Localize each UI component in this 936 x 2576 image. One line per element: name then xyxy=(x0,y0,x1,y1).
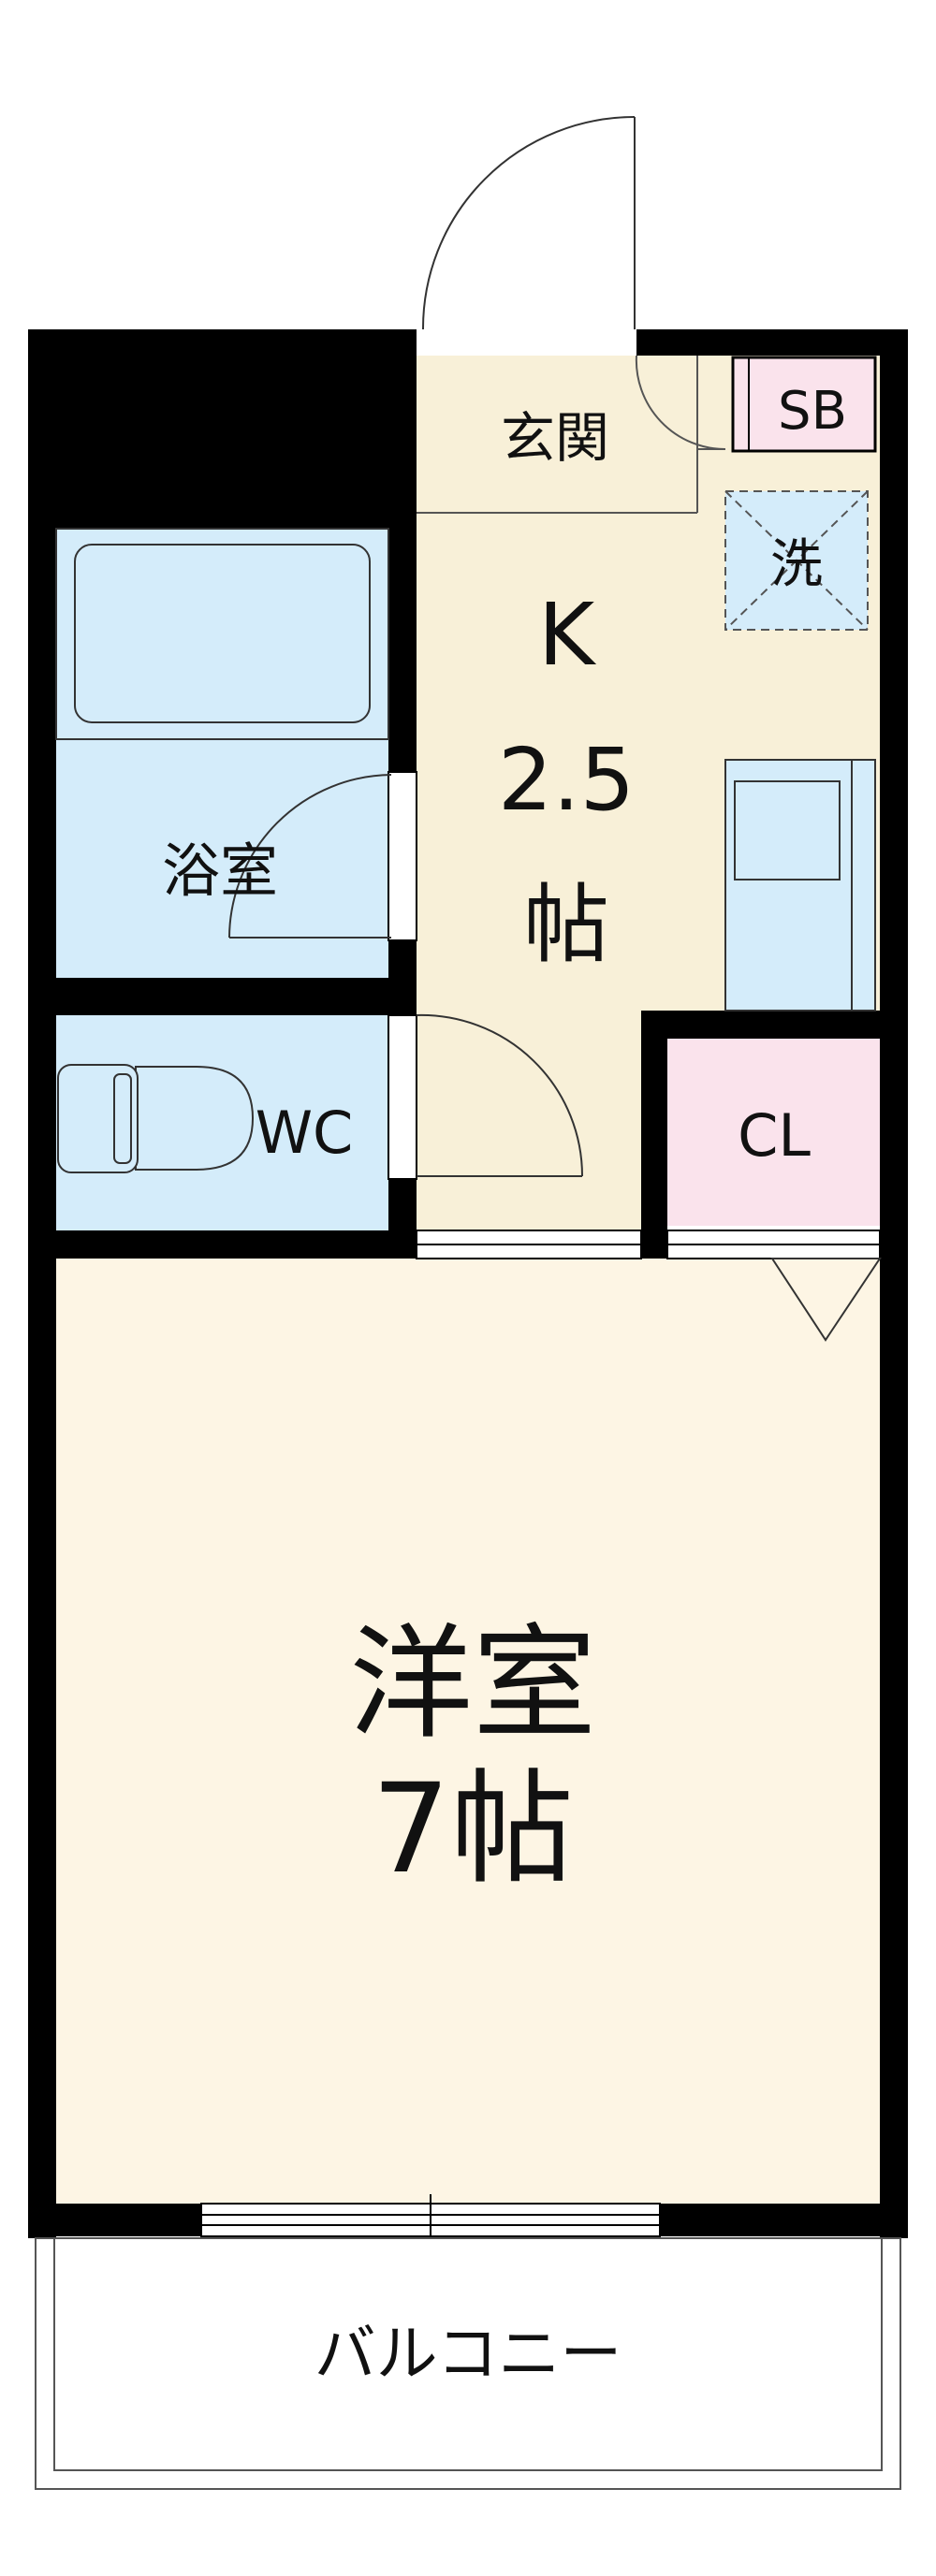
bath-door-gap xyxy=(388,771,417,941)
entrance-door-swing xyxy=(421,116,636,330)
entrance-door-opening xyxy=(417,329,636,356)
balcony-rail xyxy=(53,2237,883,2471)
toilet-label: WC xyxy=(256,1099,354,1167)
bath-door-swing xyxy=(228,774,392,939)
entrance-label: 玄関 xyxy=(501,406,609,470)
washer-label: 洗 xyxy=(770,534,823,595)
wc-door-gap xyxy=(388,1014,417,1180)
western-room-size-label: 7帖 xyxy=(372,1757,574,1901)
bath-label: 浴室 xyxy=(162,837,278,905)
floor-entrance xyxy=(417,356,697,515)
floor-western-room xyxy=(56,1259,889,2204)
balcony-outline xyxy=(35,2237,901,2490)
bathtub-basin xyxy=(74,544,371,723)
entrance-step xyxy=(417,355,726,514)
floor-closet xyxy=(667,1039,883,1226)
kitchen-sink xyxy=(734,780,841,880)
toilet-fixture xyxy=(57,1064,255,1173)
kitchen-letter-label: K xyxy=(538,585,597,685)
balcony-label: バルコニー xyxy=(314,2318,622,2390)
western-room-name-label: 洋室 xyxy=(349,1612,596,1756)
floor-hall xyxy=(417,1020,641,1259)
shoe-box-label: SB xyxy=(778,381,847,442)
closet-door-marker xyxy=(770,1258,882,1342)
wc-door-swing xyxy=(416,1013,583,1177)
kitchen-size-label: 2.5 xyxy=(498,730,635,830)
shoe-box xyxy=(731,356,877,453)
closet-label: CL xyxy=(738,1101,811,1170)
kitchen-unit-label: 帖 xyxy=(523,875,609,975)
